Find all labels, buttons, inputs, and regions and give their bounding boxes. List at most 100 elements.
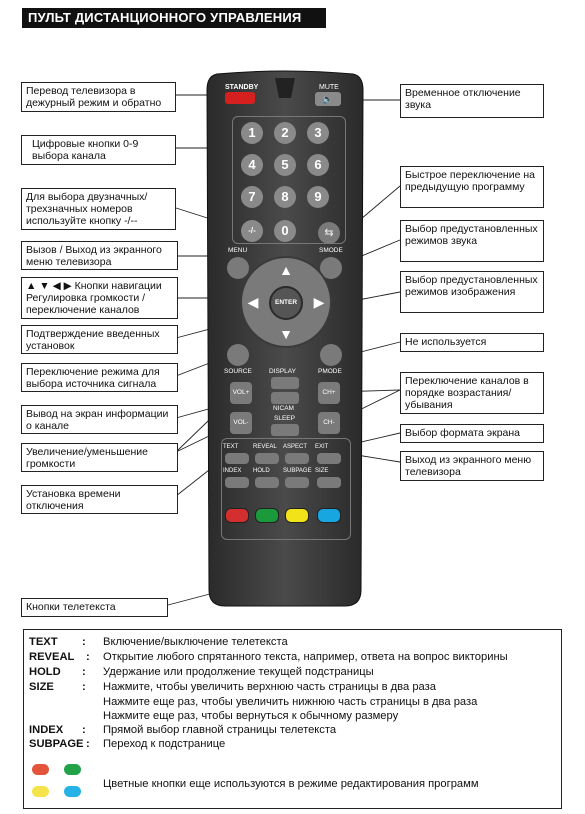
color-button-green[interactable] xyxy=(255,508,279,523)
digit-button-4[interactable]: 4 xyxy=(241,154,263,176)
vol-minus-button[interactable]: VOL- xyxy=(230,412,252,434)
smode-label: SMODE xyxy=(319,247,343,254)
digit-label: 5 xyxy=(281,157,289,172)
callout-confirm: Подтверждение введенных установок xyxy=(21,325,178,354)
color-button-yellow[interactable] xyxy=(285,508,309,523)
teletext-label-aspect: ASPECT xyxy=(283,444,308,450)
swap-icon: ⇆ xyxy=(324,227,334,239)
legend-key: INDEX xyxy=(29,724,64,736)
legend-color-blue xyxy=(64,786,81,797)
legend-description: Нажмите, чтобы увеличить верхнюю часть с… xyxy=(103,681,436,693)
legend-key: SIZE xyxy=(29,681,54,693)
menu-label: MENU xyxy=(228,247,248,254)
arrow-right-icon: ▶ xyxy=(313,294,325,310)
arrow-up-icon: ▲ xyxy=(279,262,293,278)
digit-button-2[interactable]: 2 xyxy=(274,122,296,144)
speaker-icon: 🔈 xyxy=(322,94,334,104)
vol-minus-label: VOL- xyxy=(233,419,249,426)
source-button[interactable] xyxy=(227,344,249,366)
legend-color-yellow xyxy=(32,786,49,797)
legend-color-green xyxy=(64,764,81,775)
swap-button[interactable]: ⇆ xyxy=(318,222,340,244)
digit-button-7[interactable]: 7 xyxy=(241,186,263,208)
display-button[interactable] xyxy=(271,377,299,389)
callout-previous-program: Быстрое переключение на предыдущую прогр… xyxy=(400,166,544,208)
nicam-button[interactable] xyxy=(271,392,299,404)
source-label: SOURCE xyxy=(224,368,252,375)
callout-picture-mode: Выбор предустановленных режимов изображе… xyxy=(400,271,544,313)
legend-separator: : xyxy=(82,681,86,693)
sleep-label: SLEEP xyxy=(274,415,295,422)
index-button[interactable] xyxy=(225,477,249,488)
digit-button-9[interactable]: 9 xyxy=(307,186,329,208)
enter-button[interactable]: ENTER xyxy=(269,286,303,320)
legend-key: SUBPAGE xyxy=(29,738,84,750)
pmode-button[interactable] xyxy=(320,344,342,366)
vol-plus-label: VOL+ xyxy=(232,389,250,396)
digit-label: 4 xyxy=(248,157,256,172)
digit-button-8[interactable]: 8 xyxy=(274,186,296,208)
standby-button-label: STANDBY xyxy=(225,84,259,91)
mute-button-label: MUTE xyxy=(319,84,339,91)
digit-button-1[interactable]: 1 xyxy=(241,122,263,144)
teletext-label-text: TEXT xyxy=(223,444,239,450)
legend-separator: : xyxy=(82,666,86,678)
legend-description: Включение/выключение телетекста xyxy=(103,636,288,648)
callout-aspect: Выбор формата экрана xyxy=(400,424,544,443)
callout-volume: Увеличение/уменьшение громкости xyxy=(21,443,178,472)
text-button[interactable] xyxy=(225,453,249,464)
legend-key: TEXT xyxy=(29,636,58,648)
hold-button[interactable] xyxy=(255,477,279,488)
sleep-button[interactable] xyxy=(271,424,299,436)
legend-description: Прямой выбор главной страницы телетекста xyxy=(103,724,337,736)
color-button-blue[interactable] xyxy=(317,508,341,523)
standby-button[interactable] xyxy=(225,92,255,104)
nav-right-button[interactable]: ▶ xyxy=(311,294,327,310)
mute-button[interactable]: 🔈 xyxy=(315,92,341,106)
smode-button[interactable] xyxy=(320,257,342,279)
ch-minus-button[interactable]: CH- xyxy=(318,412,340,434)
digit-button-5[interactable]: 5 xyxy=(274,154,296,176)
digit-button-3[interactable]: 3 xyxy=(307,122,329,144)
teletext-label-hold: HOLD xyxy=(253,468,270,474)
callout-mute: Временное отключение звука xyxy=(400,84,544,118)
ch-plus-button[interactable]: CH+ xyxy=(318,382,340,404)
pmode-label: PMODE xyxy=(318,368,342,375)
callout-channel: Переключение каналов в порядке возрастан… xyxy=(400,372,544,414)
vol-plus-button[interactable]: VOL+ xyxy=(230,382,252,404)
digit-button-6[interactable]: 6 xyxy=(307,154,329,176)
digit-panel xyxy=(232,116,346,244)
digit-label: -/- xyxy=(248,226,256,235)
exit-button[interactable] xyxy=(317,453,341,464)
menu-button[interactable] xyxy=(227,257,249,279)
callout-sleep: Установка времени отключения xyxy=(21,485,178,514)
digit-button-0[interactable]: 0 xyxy=(274,220,296,242)
color-button-red[interactable] xyxy=(225,508,249,523)
legend-separator: : xyxy=(82,724,86,736)
digit-label: 7 xyxy=(248,189,256,204)
callout-display: Вывод на экран информации о канале xyxy=(21,405,178,434)
arrow-down-icon: ▼ xyxy=(279,326,293,342)
teletext-panel xyxy=(221,438,351,540)
teletext-label-index: INDEX xyxy=(223,468,242,474)
navigation-ring xyxy=(240,256,332,348)
page-title: ПУЛЬТ ДИСТАНЦИОННОГО УПРАВЛЕНИЯ xyxy=(22,8,326,28)
aspect-button[interactable] xyxy=(285,453,309,464)
callout-standby: Перевод телевизора в дежурный режим и об… xyxy=(21,82,176,112)
legend-key: REVEAL xyxy=(29,651,75,663)
ch-plus-label: CH+ xyxy=(322,389,336,396)
digit-button-dash[interactable]: -/- xyxy=(241,220,263,242)
size-button[interactable] xyxy=(317,477,341,488)
teletext-label-subpage: SUBPAGE xyxy=(283,468,312,474)
nav-down-button[interactable]: ▼ xyxy=(275,326,297,342)
nav-up-button[interactable]: ▲ xyxy=(275,262,297,278)
ch-minus-label: CH- xyxy=(323,419,335,426)
nav-left-button[interactable]: ◀ xyxy=(245,294,261,310)
legend-description: Нажмите еще раз, чтобы вернуться к обычн… xyxy=(103,710,399,722)
callout-menu: Вызов / Выход из экранного меню телевизо… xyxy=(21,241,178,270)
subpage-button[interactable] xyxy=(285,477,309,488)
reveal-button[interactable] xyxy=(255,453,279,464)
legend-description: Нажмите еще раз, чтобы увеличить нижнюю … xyxy=(103,696,478,708)
